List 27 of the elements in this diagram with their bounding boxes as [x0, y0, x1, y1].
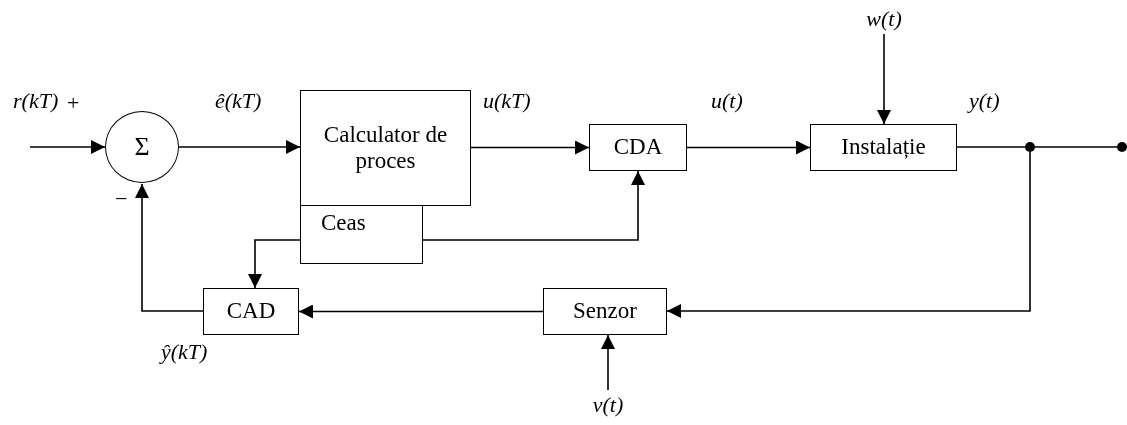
signal-label: w(t) [858, 4, 910, 34]
arrow [298, 304, 544, 319]
edge-label: ŷ(kT) [160, 341, 209, 363]
junction-dot [1117, 142, 1127, 152]
process-box: Instalație [810, 124, 957, 171]
arrow [135, 183, 204, 312]
edge-label: y(t) [968, 90, 1001, 112]
junction-dot [1025, 142, 1035, 152]
edge-label: ê(kT) [214, 90, 263, 112]
signal-label: v(t) [582, 390, 634, 420]
arrow [686, 140, 811, 155]
arrow [470, 140, 590, 155]
process-box: Calculator de proces [300, 90, 471, 206]
process-box: Ceas [300, 205, 423, 264]
edge-label: u(kT) [482, 90, 532, 112]
edge-label: u(t) [710, 90, 744, 112]
edge-label: r(kT) [12, 90, 60, 112]
arrow [29, 140, 106, 154]
arrow [178, 140, 301, 154]
process-box: CDA [589, 124, 687, 171]
arrow [666, 151, 1031, 318]
arrow [248, 239, 301, 289]
arrow [601, 334, 615, 391]
process-box: CAD [203, 288, 299, 335]
process-box: Senzor [543, 288, 667, 335]
arrow [422, 170, 645, 241]
arrow [877, 33, 891, 125]
